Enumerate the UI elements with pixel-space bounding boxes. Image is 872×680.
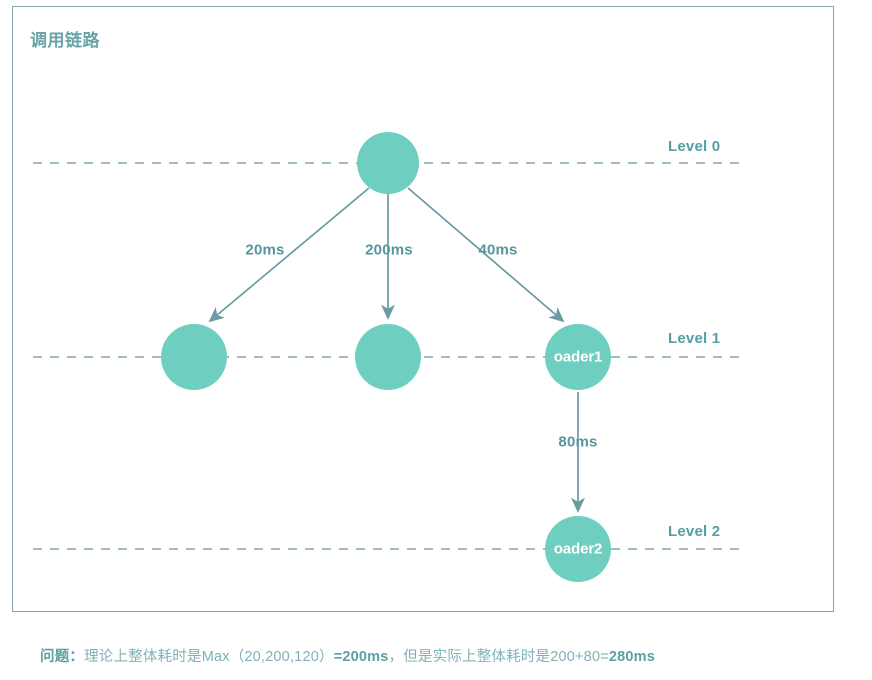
caption-part-2: ，但是实际上整体耗时是200+80= xyxy=(388,649,609,665)
node-label-loader2: oader2 xyxy=(553,540,603,558)
caption-part-1: 理论上整体耗时是Max（20,200,120） xyxy=(84,649,334,665)
caption-lead: 问题： xyxy=(40,649,85,665)
caption-bold-1: =200ms xyxy=(333,649,389,665)
edge-label-20ms: 20ms xyxy=(245,241,285,259)
page-title: 调用链路 xyxy=(30,31,100,50)
level-label-2: Level 2 xyxy=(668,523,721,540)
diagram-panel xyxy=(12,6,834,612)
caption: 问题：理论上整体耗时是Max（20,200,120）=200ms，但是实际上整体… xyxy=(40,645,655,666)
edge-label-200ms: 200ms xyxy=(365,241,413,259)
edge-label-80ms: 80ms xyxy=(558,433,598,451)
edge-label-40ms: 40ms xyxy=(478,241,518,259)
level-label-0: Level 0 xyxy=(668,138,721,155)
level-label-1: Level 1 xyxy=(668,330,721,347)
node-label-loader1: oader1 xyxy=(553,348,603,366)
caption-bold-2: 280ms xyxy=(608,649,656,665)
